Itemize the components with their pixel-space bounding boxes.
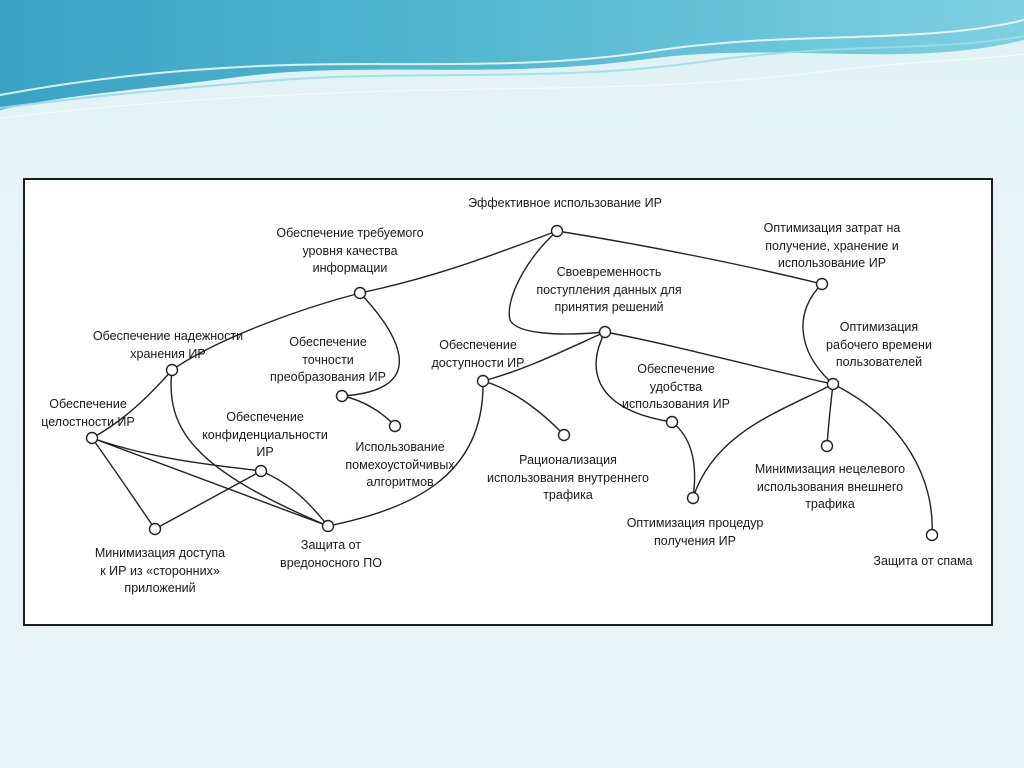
node-circle-ir-availability [476,374,490,388]
label-confidentiality: Обеспечение конфиденциальности ИР [202,410,328,459]
node-circle-usage-convenience [665,415,679,429]
edge-integrity-to-confidentiality [91,437,262,472]
node-circle-effective-use [550,224,564,238]
edge-worktime-to-spam [832,383,933,536]
label-cost-optimization: Оптимизация затрат на получение, хранени… [763,221,901,270]
diagram-edges [85,224,939,542]
edge-cost-to-worktime [802,283,834,385]
label-usage-convenience: Обеспечение удобства использования ИР [622,362,730,411]
label-effective-use: Эффективное использование ИР [468,196,662,210]
label-third-party-access: Минимизация доступа к ИР из «сторонних» … [94,546,226,595]
edge-thirdparty-to-confidentiality [154,470,262,530]
edge-info-quality-to-reliability [171,292,361,371]
edge-availability-to-timely [482,331,606,382]
edge-availability-to-internal [482,380,565,436]
edge-info-quality-to-accuracy [341,292,401,397]
node-circle-malware-protection [321,519,335,533]
label-timely-data: Своевременность поступления данных для п… [536,265,682,314]
node-circle-timely-data [598,325,612,339]
edge-effective-to-timely-data [508,230,606,335]
diagram-frame: Эффективное использование ИР Обеспечение… [23,178,993,626]
label-external-traffic: Минимизация нецелевого использования вне… [754,462,906,511]
edge-integrity-to-thirdparty [91,437,156,530]
node-circle-work-time-optimization [826,377,840,391]
node-circle-conversion-accuracy [335,389,349,403]
node-circle-confidentiality [254,464,268,478]
edge-effective-to-cost [556,230,823,285]
label-ir-integrity: Обеспечение целостности ИР [41,397,135,429]
edge-accuracy-to-noise [341,395,396,427]
label-ir-availability: Обеспечение доступности ИР [431,338,525,370]
node-circle-third-party-access [148,522,162,536]
node-circle-procedure-optimization [686,491,700,505]
label-work-time-optimization: Оптимизация рабочего времени пользовател… [826,320,932,369]
label-internal-traffic: Рационализация использования внутреннего… [486,453,650,502]
edge-convenience-to-procedure [671,421,696,499]
node-circle-info-quality [353,286,367,300]
edge-malware-to-availability [327,380,484,527]
label-malware-protection: Защита от вредоносного ПО [280,538,382,570]
node-circle-storage-reliability [165,363,179,377]
edge-effective-to-info-quality [359,230,558,294]
node-circle-cost-optimization [815,277,829,291]
label-storage-reliability: Обеспечение надежности хранения ИР [92,329,244,361]
label-info-quality: Обеспечение требуемого уровня качества и… [276,226,424,275]
edge-timely-to-convenience [595,331,673,423]
edge-procedure-to-worktime [692,383,834,499]
node-circle-external-traffic [820,439,834,453]
edge-worktime-to-external [826,383,834,447]
label-conversion-accuracy: Обеспечение точности преобразования ИР [270,335,386,384]
edge-integrity-to-malware [91,437,329,527]
node-circle-noise-resistant-algorithms [388,419,402,433]
label-spam-protection: Защита от спама [873,554,973,568]
node-circle-internal-traffic [557,428,571,442]
edge-reliability-to-integrity [91,369,173,439]
top-wave-decoration [0,0,1024,119]
edge-timely-to-worktime [604,331,834,385]
label-noise-resistant-algorithms: Использование помехоустойчивых алгоритмо… [345,440,455,489]
label-procedure-optimization: Оптимизация процедур получения ИР [626,516,764,548]
edge-confidentiality-to-malware [260,470,329,527]
edge-reliability-to-malware [170,369,329,527]
node-circle-spam-protection [925,528,939,542]
node-circle-ir-integrity [85,431,99,445]
